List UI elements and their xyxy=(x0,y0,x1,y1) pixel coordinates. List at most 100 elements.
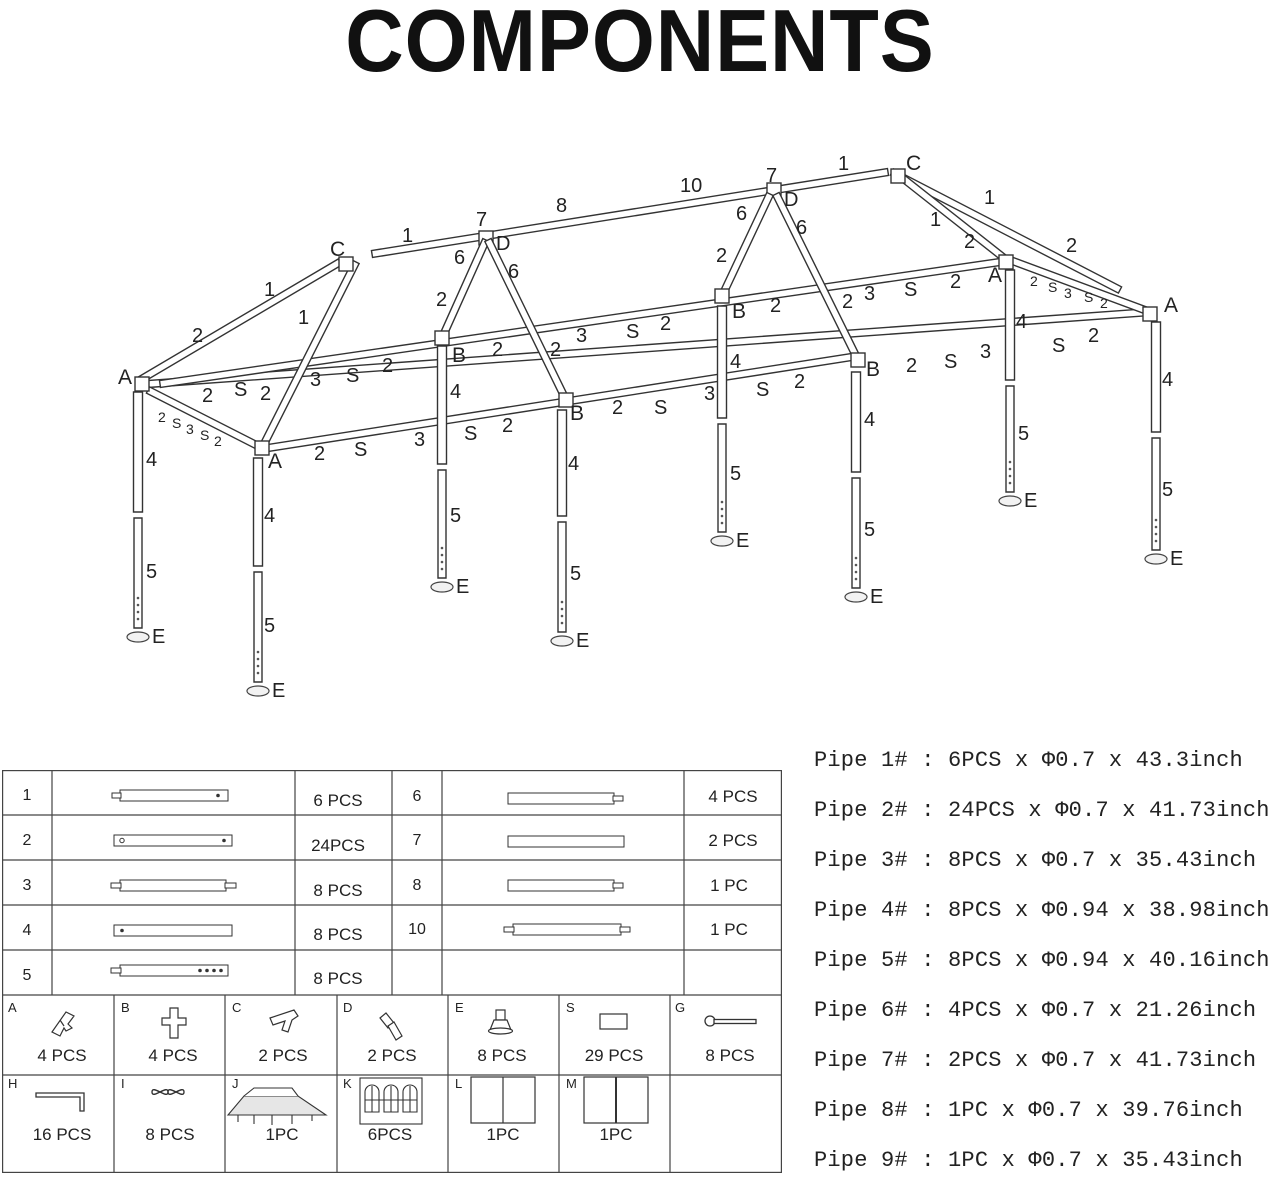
leg-back-right-lower-pipe-5 xyxy=(1005,385,1015,493)
svg-text:1PC: 1PC xyxy=(486,1125,519,1144)
corner-connector-a xyxy=(134,376,150,392)
svg-text:6PCS: 6PCS xyxy=(368,1125,412,1144)
pipe-number-label: 1 xyxy=(838,153,849,175)
pipe-number-label: 5 xyxy=(1018,423,1029,445)
leg-mid-3-adjust-hole xyxy=(720,507,724,511)
leg-front-corner-adjust-hole xyxy=(256,650,260,654)
end-rail-label: S xyxy=(1084,289,1093,305)
cross-connector-icon xyxy=(161,1007,187,1039)
foot-label-e: E xyxy=(576,630,589,652)
pipe-number-label: 3 xyxy=(704,383,715,405)
pipe-number-label: 4 xyxy=(1162,369,1173,391)
spec-line-pipe-9: Pipe 9# : 1PC x Φ0.7 x 35.43inch xyxy=(814,1148,1243,1173)
svg-text:5: 5 xyxy=(23,967,32,984)
accessory-cell-k: K 6PCS xyxy=(343,1076,423,1144)
pipe-1-icon xyxy=(111,789,229,802)
leg-front-left-adjust-hole xyxy=(136,603,140,607)
svg-text:2 PCS: 2 PCS xyxy=(258,1046,307,1065)
pipe-number-label: 4 xyxy=(568,453,579,475)
canopy-top-icon xyxy=(226,1087,328,1125)
pipe-number-label: 2 xyxy=(842,291,853,313)
foot-label-e: E xyxy=(1170,548,1183,570)
leg-back-right-adjust-hole xyxy=(1008,481,1012,485)
pipe-number-label: 5 xyxy=(570,563,581,585)
svg-text:E: E xyxy=(455,1000,464,1015)
corner-connector-a xyxy=(1142,306,1158,322)
svg-text:K: K xyxy=(343,1076,352,1091)
pipe-6-icon xyxy=(507,792,624,805)
leg-mid-1-adjust-hole xyxy=(440,567,444,571)
fitting-label-b: B xyxy=(732,300,746,323)
leg-mid-4-adjust-hole xyxy=(854,556,858,560)
end-rail-label: 3 xyxy=(186,421,194,437)
foot-label-e: E xyxy=(272,680,285,702)
leg-mid-1-adjust-hole xyxy=(440,560,444,564)
pipe-4-icon xyxy=(113,924,233,937)
pipe-number-label: 6 xyxy=(796,217,807,239)
fitting-label-d: D xyxy=(496,233,510,255)
parts-table: 1 6 PCS 2 24PCS 3 8 PCS xyxy=(2,770,782,1173)
svg-text:8 PCS: 8 PCS xyxy=(313,881,362,900)
pipe-number-label: 4 xyxy=(450,381,461,403)
leg-mid-4-upper-pipe-4 xyxy=(850,371,862,473)
end-rail-label: 2 xyxy=(1030,273,1038,289)
pipe-number-label: 6 xyxy=(454,247,465,269)
pipe-specifications: Pipe 1# : 6PCS x Φ0.7 x 43.3inch Pipe 2#… xyxy=(814,742,1280,1192)
pipe-5-icon xyxy=(110,964,229,977)
pipe-number-label: 6 xyxy=(508,261,519,283)
pipe-number-label: 5 xyxy=(1162,479,1173,501)
svg-text:24PCS: 24PCS xyxy=(311,836,365,855)
svg-text:S: S xyxy=(566,1000,575,1015)
fitting-cell-g: G 8 PCS xyxy=(675,1000,757,1065)
leg-front-left-adjust-hole xyxy=(136,617,140,621)
pipe-number-label: 4 xyxy=(1016,311,1027,333)
pipe-10-icon xyxy=(503,923,631,936)
ridge-pipe xyxy=(370,167,890,259)
svg-text:B: B xyxy=(121,1000,130,1015)
l-bracket-icon xyxy=(35,1092,85,1112)
leg-back-right-adjust-hole xyxy=(1008,474,1012,478)
leg-front-right-adjust-hole xyxy=(1154,518,1158,522)
accessory-cell-l: L 1PC xyxy=(455,1076,536,1144)
foot-pad-icon xyxy=(126,631,150,643)
bungee-ball-icon xyxy=(151,1089,185,1095)
svg-text:8: 8 xyxy=(413,877,422,894)
svg-text:1PC: 1PC xyxy=(265,1125,298,1144)
foot-pad-icon xyxy=(1144,553,1168,565)
svg-text:6: 6 xyxy=(413,788,422,805)
pipe-number-label: 2 xyxy=(1066,235,1077,257)
accessory-cell-h: H 16 PCS xyxy=(8,1076,91,1144)
fitting-label-b: B xyxy=(452,344,466,367)
middle-connector-icon xyxy=(379,1012,403,1041)
leg-mid-4-adjust-hole xyxy=(854,563,858,567)
svg-text:4 PCS: 4 PCS xyxy=(148,1046,197,1065)
foot-pad-icon xyxy=(550,635,574,647)
leg-front-left-lower-pipe-5 xyxy=(133,517,143,629)
pipe-number-label: 2 xyxy=(906,355,917,377)
peak-connector-c xyxy=(338,256,354,272)
foot-label-e: E xyxy=(152,626,165,648)
parts-table-grid: 1 6 PCS 2 24PCS 3 8 PCS xyxy=(2,770,782,1173)
fitting-cell-b: B 4 PCS xyxy=(121,1000,198,1065)
leg-mid-1-adjust-hole xyxy=(440,546,444,550)
svg-text:A: A xyxy=(8,1000,17,1015)
clip-label-s: S xyxy=(654,397,667,419)
clip-label-s: S xyxy=(756,379,769,401)
clip-label-s: S xyxy=(1052,335,1065,357)
truss-6 xyxy=(483,237,571,403)
pipe-number-label: 4 xyxy=(264,505,275,527)
pipe-8-icon xyxy=(507,879,624,892)
clip-label-s: S xyxy=(354,439,367,461)
fitting-label-c: C xyxy=(906,152,921,175)
svg-text:10: 10 xyxy=(408,921,426,938)
svg-text:6 PCS: 6 PCS xyxy=(313,791,362,810)
svg-text:4 PCS: 4 PCS xyxy=(37,1046,86,1065)
leg-front-left-upper-pipe-4 xyxy=(132,391,144,513)
end-rail-label: 2 xyxy=(1100,295,1108,311)
pipe-number-label: 3 xyxy=(980,341,991,363)
leg-back-right-adjust-hole xyxy=(1008,467,1012,471)
foot-pad-icon xyxy=(710,535,734,547)
leg-front-left-adjust-hole xyxy=(136,596,140,600)
pipe-row-6: 6 4 PCS xyxy=(413,787,758,806)
foot-label-e: E xyxy=(870,586,883,608)
